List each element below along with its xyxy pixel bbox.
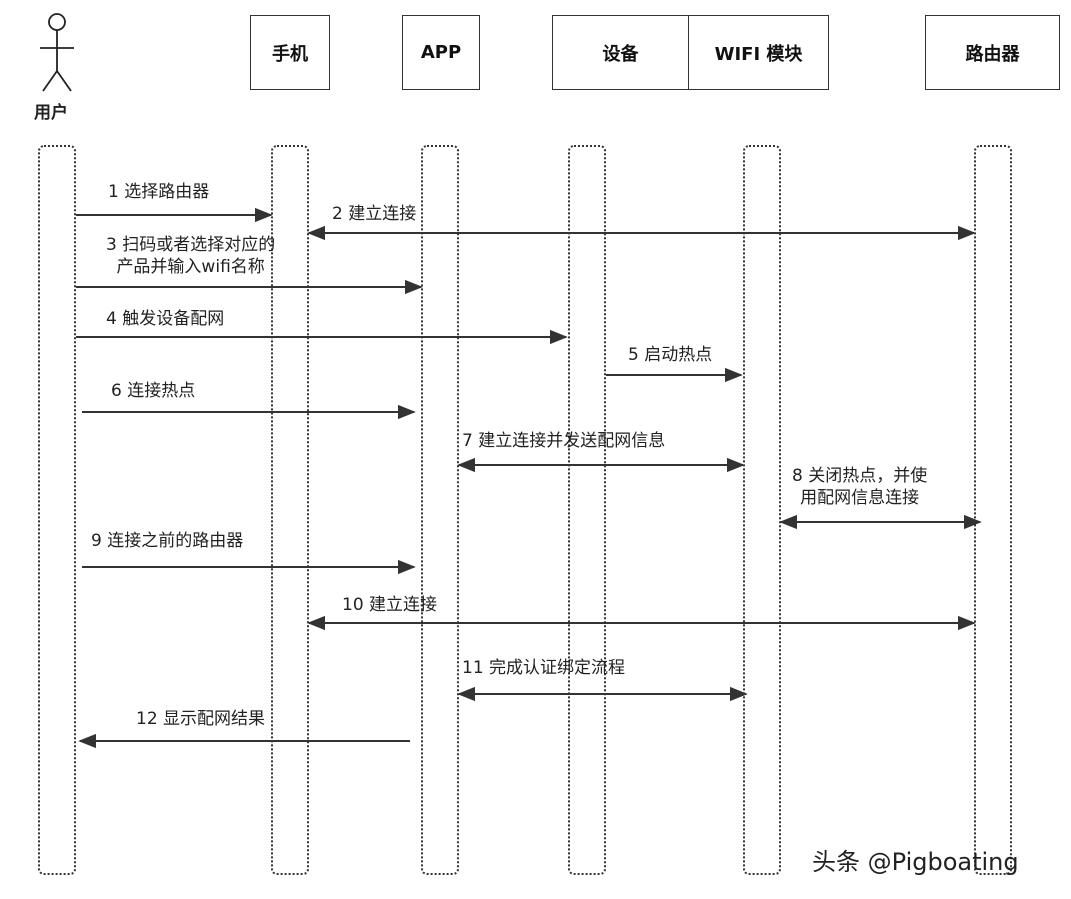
message-7-label: 7 建立连接并发送配网信息 (462, 431, 666, 451)
message-10-label: 10 建立连接 (342, 595, 438, 615)
participant-phone: 手机 (250, 15, 330, 90)
lifeline-app (421, 145, 459, 875)
participant-device-label: 设备 (602, 43, 639, 65)
message-5-label: 5 启动热点 (628, 345, 713, 365)
message-4-label: 4 触发设备配网 (106, 309, 225, 329)
participant-app-label: APP (420, 42, 462, 63)
participant-app: APP (402, 15, 480, 90)
actor-user-label: 用户 (34, 103, 68, 123)
participant-router: 路由器 (925, 15, 1060, 90)
user-actor-icon (40, 13, 74, 92)
message-6-label: 6 连接热点 (111, 381, 196, 401)
lifeline-wifi-module (743, 145, 781, 875)
message-8-label: 8 关闭热点，并使 用配网信息连接 (792, 466, 928, 508)
lifeline-user (38, 145, 76, 875)
message-1-label: 1 选择路由器 (108, 182, 210, 202)
message-11-label: 11 完成认证绑定流程 (462, 658, 626, 678)
participant-phone-label: 手机 (272, 43, 308, 65)
participant-wifi-label: WIFI 模块 (714, 43, 803, 65)
lifeline-device (568, 145, 606, 875)
message-2-label: 2 建立连接 (332, 204, 417, 224)
message-9-label: 9 连接之前的路由器 (91, 531, 244, 551)
participant-router-label: 路由器 (965, 43, 1020, 65)
participant-wifi-module: WIFI 模块 (688, 15, 829, 90)
watermark: 头条 @Pigboating (812, 848, 1019, 876)
message-12-label: 12 显示配网结果 (136, 709, 266, 729)
lifeline-phone (271, 145, 309, 875)
message-3-label: 3 扫码或者选择对应的 产品并输入wifi名称 (106, 235, 276, 277)
lifeline-router (974, 145, 1012, 875)
participant-device: 设备 (552, 15, 689, 90)
